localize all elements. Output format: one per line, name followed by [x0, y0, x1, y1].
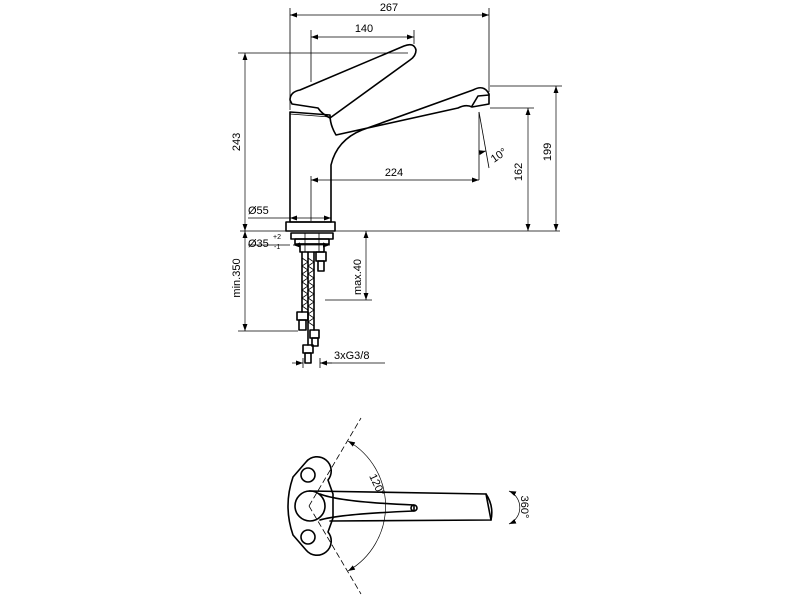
- label-spout-rotation: 360°: [518, 496, 530, 519]
- dim-hole-diameter: Ø35 +2 -1: [248, 234, 330, 251]
- base-outline: [287, 456, 334, 556]
- braided-hoses: [296, 251, 320, 364]
- label-base-diameter: Ø55: [248, 205, 269, 217]
- label-max-deck-thickness: max.40: [352, 259, 364, 295]
- dim-lever-length: 140: [310, 23, 415, 82]
- label-lever-length: 140: [355, 23, 373, 35]
- label-total-width: 267: [380, 2, 398, 14]
- spout-rotation-arc: [508, 490, 521, 525]
- dim-max-deck-thickness: max.40: [325, 231, 372, 301]
- lever-top-outline: [319, 493, 415, 521]
- lever-handle: [289, 43, 417, 119]
- label-spout-angle: 10°: [489, 146, 510, 165]
- dim-spout-height-inner: 162: [490, 107, 534, 231]
- lever-rotation-axis-lower: [308, 505, 362, 595]
- label-lever-rotation: 120°: [366, 472, 386, 498]
- mounting-kit: [290, 232, 334, 272]
- dim-total-height: 243: [231, 52, 408, 231]
- label-hole-tolerance-lower: -1: [274, 244, 280, 251]
- label-min-hose-length: min.350: [231, 258, 243, 297]
- label-connections: 3xG3/8: [334, 350, 369, 362]
- connection-circle-top: [300, 467, 316, 483]
- lever-rotation-arc: [347, 440, 386, 572]
- dim-base-diameter: Ø55: [248, 205, 331, 221]
- angle-arc: [478, 150, 487, 155]
- label-spout-reach: 224: [385, 167, 403, 179]
- connection-circle-bottom: [300, 529, 316, 545]
- dim-min-hose-length: min.350: [231, 231, 298, 332]
- dim-total-width: 267: [289, 2, 490, 110]
- spout-angle-line: [478, 111, 490, 169]
- dim-spout-reach: 224: [310, 167, 479, 221]
- lever-knob: [294, 490, 326, 522]
- lever-tip-circle: [410, 504, 418, 512]
- spout-top-tip: [485, 493, 493, 521]
- label-hole-diameter: Ø35: [248, 238, 269, 250]
- dim-spout-height-outer: 199: [490, 85, 562, 231]
- label-spout-height-outer: 199: [542, 143, 554, 161]
- faucet-body: [289, 86, 490, 223]
- lever-rotation-axis-upper: [308, 417, 362, 507]
- top-view: 120° 360°: [287, 417, 530, 595]
- spout-top-outline: [308, 490, 492, 522]
- base-flange: [285, 221, 336, 232]
- label-spout-height-inner: 162: [513, 163, 525, 181]
- label-total-height: 243: [231, 133, 243, 151]
- dim-connections: 3xG3/8: [292, 350, 385, 368]
- label-hole-tolerance-upper: +2: [273, 234, 281, 241]
- body-collar-line: [289, 113, 331, 118]
- aerator-tip: [471, 94, 490, 107]
- side-view: 267 140 243 199 162: [231, 2, 562, 368]
